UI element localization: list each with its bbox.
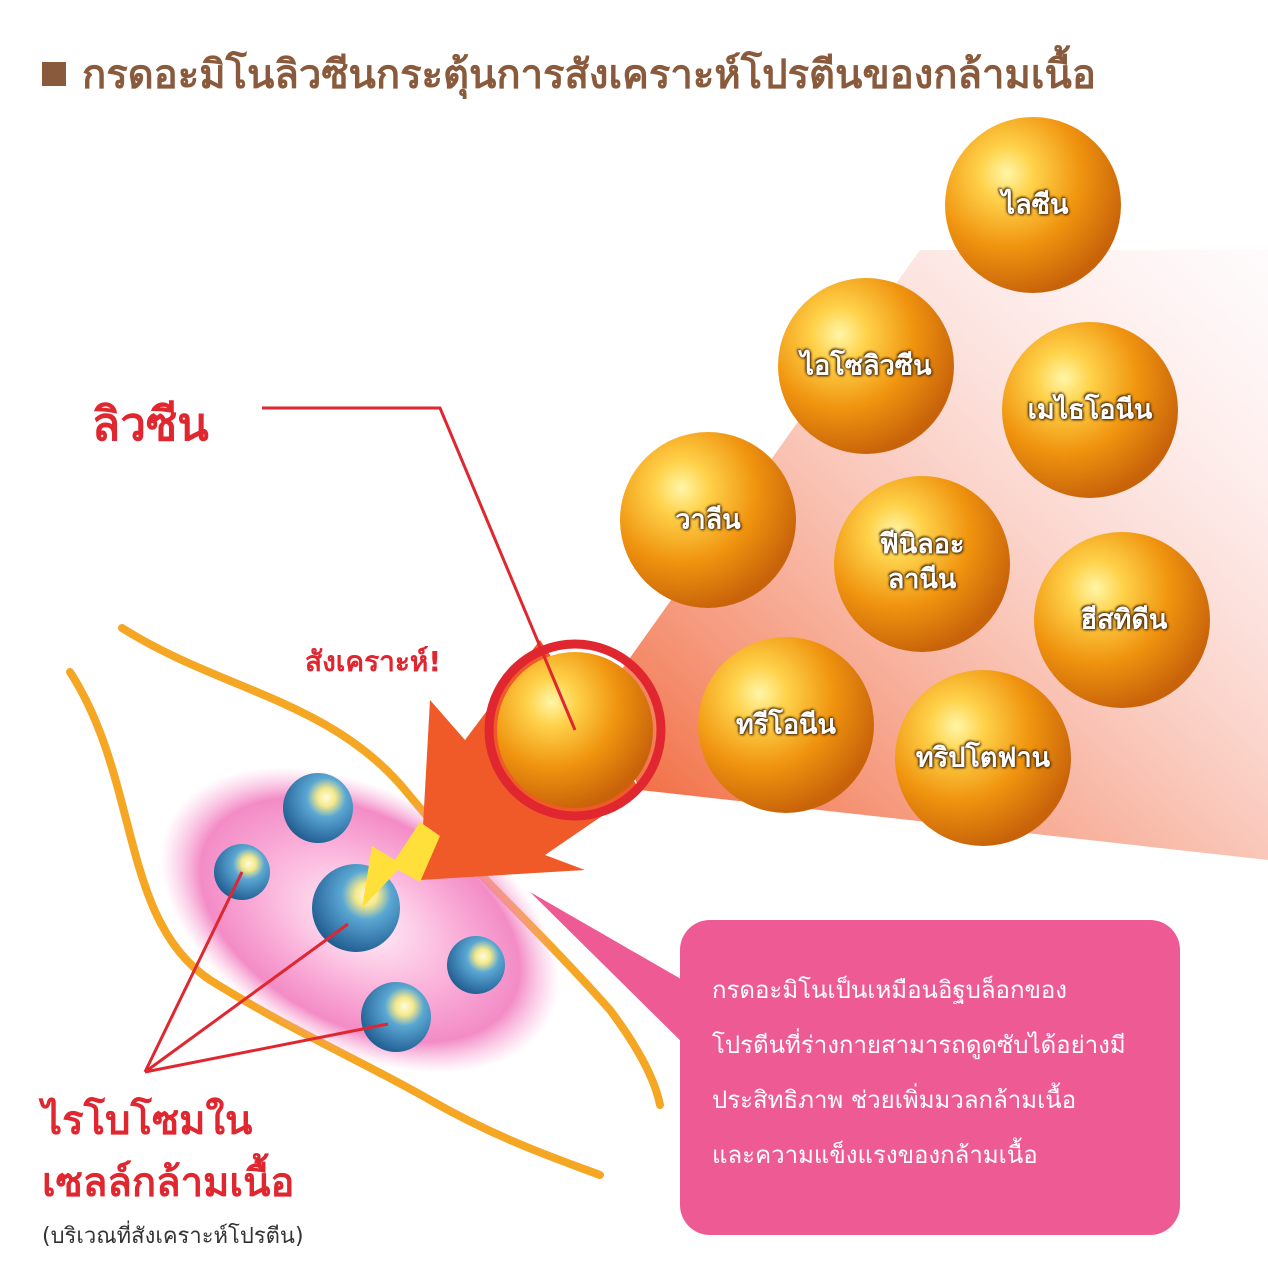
ribosome (361, 982, 431, 1052)
title-text: กรดอะมิโนลิวซีนกระตุ้นการสังเคราะห์โปรตี… (82, 52, 1096, 98)
info-box: กรดอะมิโนเป็นเหมือนอิฐบล็อกของ โปรตีนที่… (680, 920, 1180, 1235)
amino-sphere (620, 432, 796, 608)
leucine-highlight-ring (484, 639, 666, 821)
amino-sphere (945, 117, 1121, 293)
amino-label-histidine: ฮีสทิดีน (1080, 604, 1168, 636)
amino-label-threonine: ทรีโอนีน (736, 709, 836, 741)
ribosome-sublabel: (บริเวณที่สังเคราะห์โปรตีน) (42, 1224, 304, 1249)
synthesis-label: สังเคราะห์! (305, 645, 442, 678)
amino-sphere (834, 476, 1010, 652)
leucine-pointer (262, 406, 577, 731)
info-line: และความแข็งแรงของกล้ามเนื้อ (712, 1141, 1038, 1169)
ribosome (447, 936, 505, 994)
amino-sphere (778, 278, 954, 454)
ribosome-label-line2: เซลล์กล้ามเนื้อ (42, 1160, 295, 1206)
page-title: กรดอะมิโนลิวซีนกระตุ้นการสังเคราะห์โปรตี… (42, 42, 1096, 106)
info-line: กรดอะมิโนเป็นเหมือนอิฐบล็อกของ (712, 976, 1068, 1004)
amino-label-valine: วาลีน (675, 504, 741, 536)
info-line: โปรตีนที่ร่างกายสามารถดูดซับได้อย่างมี (712, 1031, 1126, 1059)
info-line: ประสิทธิภาพ ช่วยเพิ่มมวลกล้ามเนื้อ (712, 1086, 1077, 1114)
ribosome-pointer (144, 1022, 389, 1074)
amino-sphere (895, 670, 1071, 846)
ribosome (283, 773, 353, 843)
amino-sphere (1034, 532, 1210, 708)
amino-label-methionine: เมไธโอนีน (1027, 394, 1153, 426)
title-bullet-icon (42, 62, 66, 86)
leucine-label: ลิวซีน (92, 397, 209, 451)
spark-icon (362, 822, 440, 908)
amino-label-tryptophan: ทริปโตฟาน (915, 742, 1051, 774)
info-box-tail (530, 892, 700, 1060)
ribosome-label-line1: ไรโบโซมใน (42, 1098, 253, 1144)
ribosome-pointer (143, 871, 244, 1073)
amino-sphere (698, 637, 874, 813)
ribosome-pointer (144, 922, 349, 1074)
amino-label-phenylalanine: ฟีนิลอะ ลานีน (879, 528, 965, 595)
amino-label-lysine: ไลซีน (1001, 189, 1069, 221)
amino-sphere (1002, 322, 1178, 498)
ribosome-label: ไรโบโซมใน เซลล์กล้ามเนื้อ (42, 1090, 294, 1214)
amino-label-isoleucine: ไอโซลิวซีน (800, 350, 932, 382)
